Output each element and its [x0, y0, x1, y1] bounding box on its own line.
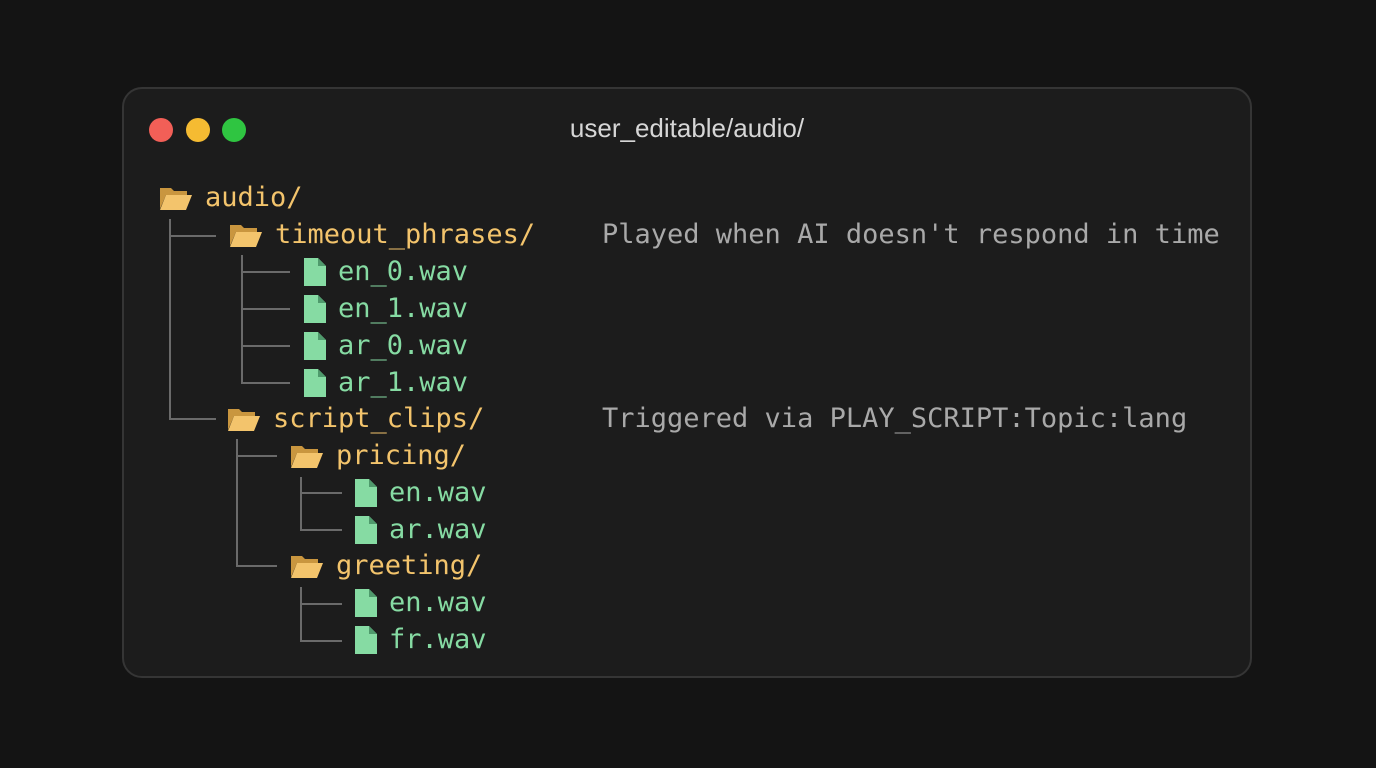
tree-folder-greeting[interactable]: greeting/ [290, 548, 482, 584]
tree-file[interactable]: ar_0.wav [304, 328, 468, 364]
folder-name: pricing/ [336, 440, 467, 471]
file-name: en.wav [389, 587, 487, 618]
file-name: en_1.wav [338, 293, 469, 324]
tree-file[interactable]: fr.wav [355, 622, 487, 658]
file-icon [355, 589, 377, 617]
file-name: en_0.wav [338, 256, 469, 287]
close-window-button[interactable] [149, 118, 173, 142]
tree-file[interactable]: en.wav [355, 585, 487, 621]
file-name: en.wav [389, 477, 487, 508]
file-icon [304, 332, 326, 360]
terminal-window: user_editable/audio/ audio/ t [122, 87, 1252, 678]
file-icon [304, 258, 326, 286]
file-name: ar_1.wav [338, 367, 469, 398]
folder-comment: Triggered via PLAY_SCRIPT:Topic:lang [602, 403, 1188, 434]
open-folder-icon [159, 185, 193, 211]
folder-comment: Played when AI doesn't respond in time [602, 219, 1220, 250]
tree-connector-lines [169, 219, 342, 642]
folder-name: timeout_phrases/ [275, 219, 536, 250]
tree-file[interactable]: en_0.wav [304, 254, 468, 290]
file-name: ar_0.wav [338, 330, 469, 361]
minimize-window-button[interactable] [186, 118, 210, 142]
tree-file[interactable]: en_1.wav [304, 291, 468, 327]
tree-folder-pricing[interactable]: pricing/ [290, 438, 466, 474]
zoom-window-button[interactable] [222, 118, 246, 142]
open-folder-icon [290, 553, 324, 579]
window-title: user_editable/audio/ [569, 113, 805, 143]
file-icon [355, 626, 377, 654]
file-icon [304, 295, 326, 323]
file-name: ar.wav [389, 514, 487, 545]
tree-folder-script-clips[interactable]: script_clips/ [227, 401, 484, 437]
file-icon [355, 479, 377, 507]
tree-file[interactable]: ar.wav [355, 512, 487, 548]
open-folder-icon [227, 406, 261, 432]
folder-name: audio/ [205, 182, 303, 213]
file-icon [355, 516, 377, 544]
open-folder-icon [229, 222, 263, 248]
tree-folder-audio[interactable]: audio/ [159, 180, 303, 216]
folder-name: script_clips/ [273, 403, 485, 434]
tree-file[interactable]: en.wav [355, 475, 487, 511]
tree-folder-timeout-phrases[interactable]: timeout_phrases/ [229, 217, 535, 253]
file-name: fr.wav [389, 624, 487, 655]
folder-name: greeting/ [336, 550, 483, 581]
open-folder-icon [290, 443, 324, 469]
tree-file[interactable]: ar_1.wav [304, 365, 468, 401]
file-icon [304, 369, 326, 397]
